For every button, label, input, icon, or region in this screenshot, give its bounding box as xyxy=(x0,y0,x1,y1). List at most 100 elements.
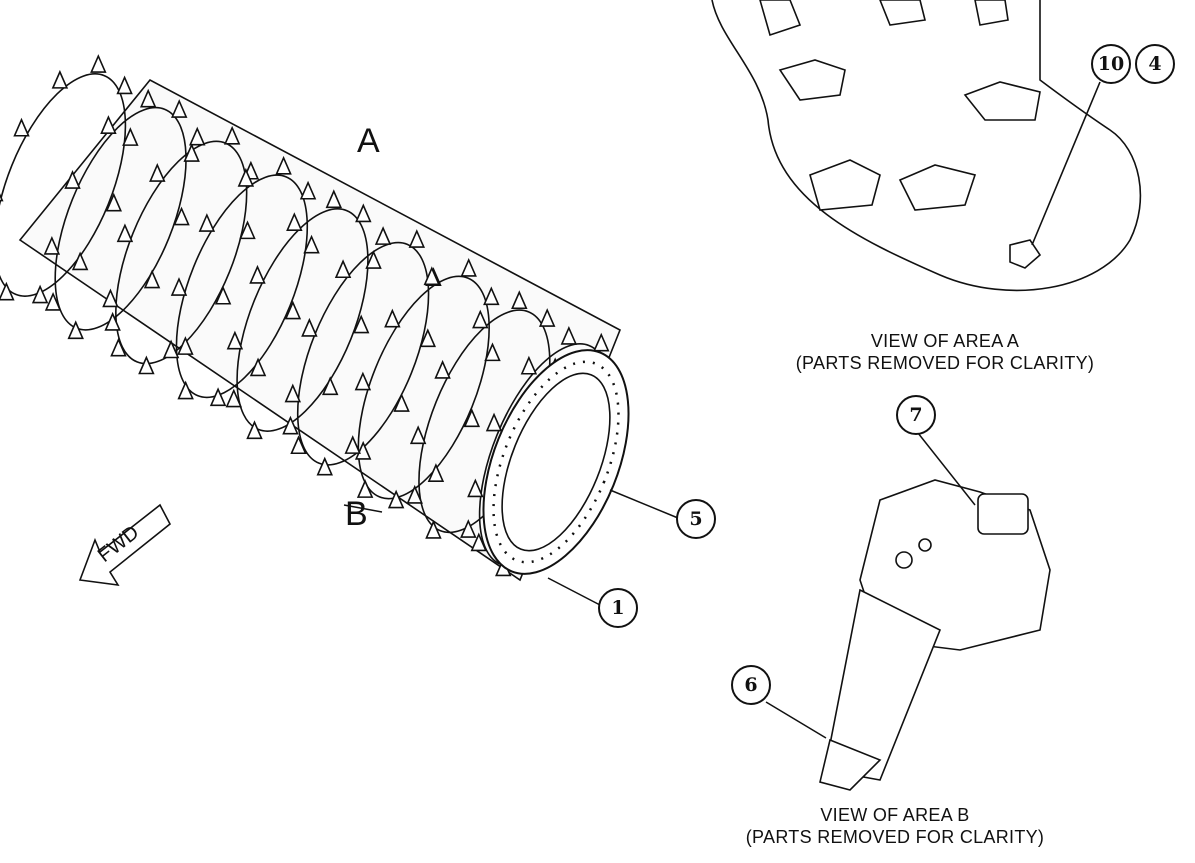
cutter-tooth xyxy=(71,251,89,271)
cutter-tooth xyxy=(484,342,501,362)
view-a-caption: VIEW OF AREA A (PARTS REMOVED FOR CLARIT… xyxy=(770,330,1120,374)
cutter-tooth xyxy=(282,415,299,435)
cutter-tooth xyxy=(0,193,4,202)
cutter-tooth xyxy=(100,115,117,134)
callout-5: 5 xyxy=(676,499,716,539)
cutter-tooth xyxy=(177,380,194,400)
view-b-caption: VIEW OF AREA B (PARTS REMOVED FOR CLARIT… xyxy=(720,804,1070,848)
cutter-tooth xyxy=(149,163,166,182)
cutter-tooth xyxy=(409,425,427,445)
view-b-caption-line2: (PARTS REMOVED FOR CLARITY) xyxy=(745,827,1045,847)
cutter-tooth xyxy=(286,212,303,232)
view-a-outline xyxy=(711,0,1142,292)
cutter-ring xyxy=(357,275,490,500)
cutter-tooth xyxy=(249,357,267,377)
callout-6: 6 xyxy=(731,665,771,705)
cutter-tooth xyxy=(105,192,123,212)
cutter-tooth xyxy=(223,125,241,145)
cutter-tooth xyxy=(122,127,139,146)
cutter-tooth xyxy=(209,387,227,407)
callout-10: 10 xyxy=(1091,44,1131,84)
cutter-tooth xyxy=(104,311,121,331)
cutter-tooth xyxy=(44,291,62,311)
cutter-tooth xyxy=(284,300,302,320)
cutter-tooth xyxy=(138,355,155,375)
callout-1: 1 xyxy=(598,588,638,628)
cutter-tooth xyxy=(110,337,127,357)
cutter-ring xyxy=(175,174,309,399)
cutter-tooth xyxy=(427,463,445,482)
cutter-tooth xyxy=(434,359,451,379)
cutter-tooth xyxy=(334,259,352,279)
cutter-tooth xyxy=(284,383,302,403)
view-b-caption-line1: VIEW OF AREA B xyxy=(820,805,970,825)
cutter-tooth xyxy=(246,420,263,440)
cutter-tooth xyxy=(560,325,578,345)
cutter-tooth xyxy=(472,309,489,329)
cutter-tooth xyxy=(460,519,477,538)
view-a-detail xyxy=(711,0,1142,292)
cutter-tooth xyxy=(116,75,133,95)
view-a-bits xyxy=(759,0,1042,269)
cutter-tooth xyxy=(485,412,503,432)
cutter-tooth xyxy=(275,155,292,175)
view-b-detail xyxy=(819,479,1051,791)
cutter-tooth xyxy=(239,220,256,240)
view-a-caption-line2: (PARTS REMOVED FOR CLARITY) xyxy=(795,353,1095,373)
cutter-tooth xyxy=(64,170,81,189)
area-a-label: A xyxy=(357,122,380,160)
cutter-tooth xyxy=(0,281,15,301)
cutter-tooth xyxy=(538,308,556,327)
cutter-tooth xyxy=(214,285,232,305)
cutter-tooth xyxy=(423,266,441,286)
cutter-tooth xyxy=(183,143,200,162)
cutter-tooth xyxy=(237,167,255,187)
cutter-tooth xyxy=(116,223,134,243)
cutting-pick xyxy=(824,588,942,781)
cutter-tooth xyxy=(365,250,382,269)
cutter-tooth xyxy=(31,284,49,304)
cutter-tooth xyxy=(303,234,320,254)
cutter-tooth xyxy=(143,269,161,289)
cutter-tooth xyxy=(51,69,69,89)
cutter-tooth xyxy=(316,456,333,476)
area-b-label: B xyxy=(345,495,368,533)
cutter-tooth xyxy=(425,519,442,539)
cutter-tooth xyxy=(325,189,343,209)
cutter-tooth xyxy=(290,435,307,455)
leader-lines xyxy=(343,432,976,739)
cutter-tooth xyxy=(198,213,216,232)
cutter-tooth xyxy=(593,332,610,352)
cutter-tooth xyxy=(387,489,405,509)
cutter-drum xyxy=(0,54,630,582)
cutter-tooth xyxy=(299,180,317,200)
cutter-tooth xyxy=(225,388,243,408)
cutter-ring xyxy=(0,73,127,297)
cutter-tooth xyxy=(408,229,426,248)
cutter-tooth xyxy=(162,339,180,359)
cutter-tooth xyxy=(356,479,374,498)
cutter-tooth xyxy=(67,320,84,340)
cutter-tooth xyxy=(467,478,484,498)
cutter-tooth xyxy=(374,226,392,245)
cutter-tooth xyxy=(249,264,266,284)
cutter-tooth xyxy=(384,308,401,328)
cutter-tooth xyxy=(170,277,188,296)
cutter-tooth xyxy=(173,206,190,226)
cutter-tooth xyxy=(470,532,488,552)
cutter-tooth xyxy=(354,440,372,460)
cutter-tooth xyxy=(460,257,477,277)
cutter-tooth xyxy=(226,330,244,350)
cutter-tooth xyxy=(355,203,372,223)
cutter-tooth xyxy=(171,99,188,118)
cutter-tooth xyxy=(406,484,423,504)
cutter-tooth xyxy=(301,317,318,337)
cutter-tooth xyxy=(177,336,194,355)
cutter-tooth xyxy=(13,117,30,137)
cutter-tooth xyxy=(321,376,339,396)
cutter-tooth xyxy=(90,54,107,73)
view-a-caption-line1: VIEW OF AREA A xyxy=(870,331,1020,351)
callout-4: 4 xyxy=(1135,44,1175,84)
cutter-tooth xyxy=(520,355,538,375)
